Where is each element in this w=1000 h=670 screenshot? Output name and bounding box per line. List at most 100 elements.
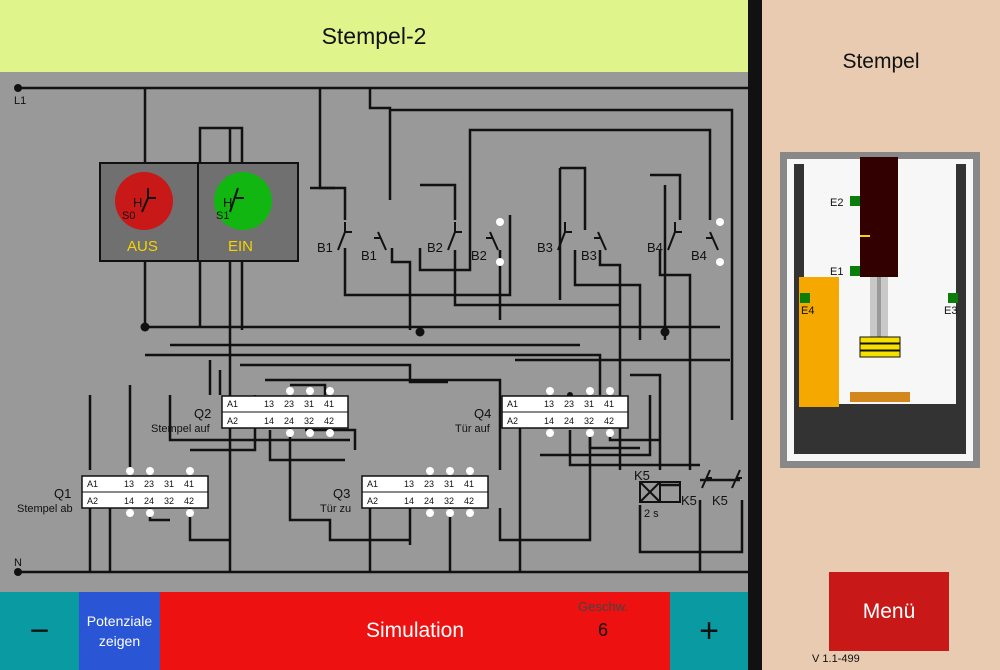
timer-delay: 2 s xyxy=(644,508,659,520)
contactor-q2[interactable]: A1 13 23 31 41 A2 14 24 32 42 Q2 Stempel… xyxy=(151,387,349,437)
contactor-q4[interactable]: A1 13 23 31 41 A2 14 24 32 42 Q4 Tür auf xyxy=(455,387,629,437)
terminal-label: 13 xyxy=(404,479,414,489)
terminal-label: A2 xyxy=(507,416,518,426)
timer-tag: K5 xyxy=(634,468,650,483)
terminal-label: 41 xyxy=(324,399,334,409)
on-switch[interactable]: H S1 EIN xyxy=(214,172,272,255)
sensor-label: B2 xyxy=(471,248,487,263)
circuit-diagram[interactable]: L1 N H S0 AUS H S1 EIN B1 B1 B2 B2 xyxy=(0,72,748,592)
terminal-label: 31 xyxy=(164,479,174,489)
terminal-label: 13 xyxy=(264,399,274,409)
contactor-q3[interactable]: A1 13 23 31 41 A2 14 24 32 42 Q3 Tür zu xyxy=(320,467,489,517)
on-switch-tag: S1 xyxy=(216,210,229,222)
junction-dots xyxy=(14,84,670,576)
contactor-name: Stempel auf xyxy=(151,423,211,435)
sensor-label-e2: E2 xyxy=(830,197,843,209)
speed-value: 6 xyxy=(598,620,609,640)
ram xyxy=(860,157,898,277)
contactor-name: Tür zu xyxy=(320,503,351,515)
sensor-symbols xyxy=(337,222,719,251)
terminal-label: 24 xyxy=(284,416,294,426)
terminal-label: 31 xyxy=(444,479,454,489)
sensor-label: B3 xyxy=(537,240,553,255)
terminal-label: 41 xyxy=(604,399,614,409)
simulation-button[interactable]: Simulation xyxy=(160,592,670,670)
terminal-label: 31 xyxy=(584,399,594,409)
terminal-label: 41 xyxy=(464,479,474,489)
sensor-e4 xyxy=(800,293,810,303)
terminal-label: 42 xyxy=(464,496,474,506)
terminal-label: 14 xyxy=(264,416,274,426)
terminal-label: 41 xyxy=(184,479,194,489)
contactor-tag: Q3 xyxy=(333,486,350,501)
terminal-label: 14 xyxy=(124,496,134,506)
terminal-label: 24 xyxy=(564,416,574,426)
terminal-label: 42 xyxy=(324,416,334,426)
control-bar: − Potenziale zeigen Simulation Geschw. 6… xyxy=(0,592,748,670)
stamp-machine-view: E2 E1 E4 E3 xyxy=(780,152,980,468)
speed-increase-button[interactable]: + xyxy=(670,592,748,670)
terminal-label: 23 xyxy=(144,479,154,489)
terminal-label: 31 xyxy=(304,399,314,409)
sensor-e2 xyxy=(850,196,860,206)
rail-label-l1: L1 xyxy=(14,95,26,107)
terminal-label: 32 xyxy=(304,416,314,426)
machine-panel: Stempel E2 E1 E4 E3 Menü V 1.1-499 xyxy=(762,0,1000,670)
terminal-label: 14 xyxy=(544,416,554,426)
terminal-label: 13 xyxy=(124,479,134,489)
terminal-label: 23 xyxy=(284,399,294,409)
page-title: Stempel-2 xyxy=(0,0,748,72)
contactor-name: Stempel ab xyxy=(17,503,73,515)
contactor-tag: Q2 xyxy=(194,406,211,421)
terminal-label: 24 xyxy=(424,496,434,506)
off-lamp xyxy=(115,172,173,230)
menu-button[interactable]: Menü xyxy=(829,572,949,651)
contactor-q1[interactable]: A1 13 23 31 41 A2 14 24 32 42 Q1 Stempel… xyxy=(17,467,209,517)
sensor-labels: B1 B1 B2 B2 B3 B3 B4 B4 xyxy=(317,240,707,263)
timer-k5[interactable]: K5 2 s K5 K5 xyxy=(634,468,742,520)
sensor-label-e1: E1 xyxy=(830,266,843,278)
rail-label-n: N xyxy=(14,557,22,569)
sensor-label-e3: E3 xyxy=(944,305,957,317)
sensor-e3 xyxy=(948,293,958,303)
terminal-label: 23 xyxy=(424,479,434,489)
terminal-label: 42 xyxy=(604,416,614,426)
machine-title: Stempel xyxy=(842,50,920,73)
timer-contact-label: K5 xyxy=(681,493,697,508)
contactor-name: Tür auf xyxy=(455,423,491,435)
show-potentials-button[interactable]: Potenziale zeigen xyxy=(79,592,160,670)
sensor-terminals xyxy=(496,218,724,266)
terminal-label: 32 xyxy=(164,496,174,506)
on-lamp-letter: H xyxy=(223,195,232,210)
sensor-label: B4 xyxy=(647,240,663,255)
sensor-label: B1 xyxy=(361,248,377,263)
sensor-e1 xyxy=(850,266,860,276)
version-label: V 1.1-499 xyxy=(812,653,860,665)
panel-divider xyxy=(748,0,762,670)
on-lamp xyxy=(214,172,272,230)
timer-contact-label: K5 xyxy=(712,493,728,508)
terminal-label: A1 xyxy=(227,399,238,409)
off-lamp-letter: H xyxy=(133,195,142,210)
terminal-label: 23 xyxy=(564,399,574,409)
terminal-label: A1 xyxy=(367,479,378,489)
contactor-tag: Q4 xyxy=(474,406,491,421)
terminal-label: A2 xyxy=(227,416,238,426)
terminal-label: A1 xyxy=(507,399,518,409)
sensor-label: B2 xyxy=(427,240,443,255)
speed-decrease-button[interactable]: − xyxy=(0,592,79,670)
stamp-plate xyxy=(859,336,901,358)
terminal-label: 32 xyxy=(584,416,594,426)
sensor-label: B3 xyxy=(581,248,597,263)
terminal-label: A2 xyxy=(367,496,378,506)
terminal-label: 14 xyxy=(404,496,414,506)
terminal-label: 42 xyxy=(184,496,194,506)
contactor-tag: Q1 xyxy=(54,486,71,501)
off-switch-label: AUS xyxy=(127,238,158,255)
terminal-label: A1 xyxy=(87,479,98,489)
speed-label: Geschw. xyxy=(578,599,628,614)
sensor-label: B4 xyxy=(691,248,707,263)
off-switch-tag: S0 xyxy=(122,210,135,222)
terminal-label: 24 xyxy=(144,496,154,506)
off-switch[interactable]: H S0 AUS xyxy=(115,172,173,255)
